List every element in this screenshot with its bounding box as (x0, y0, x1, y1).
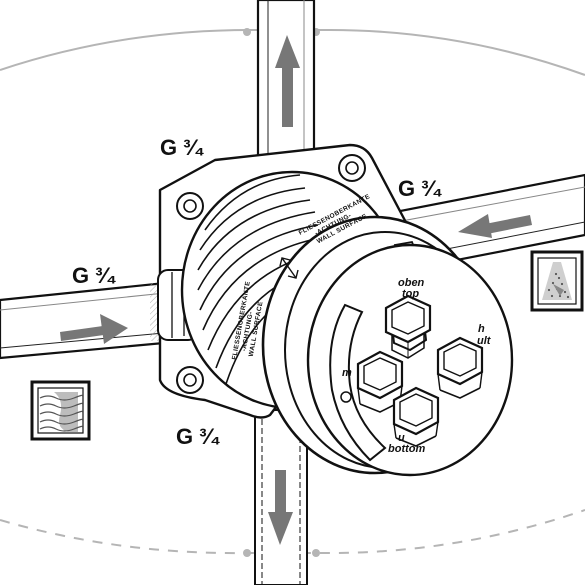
knob-label-right-de: h (478, 323, 485, 335)
surface-label-side: FLIESSENOBERKANTE -ACHTUNG- WALL SURFACE (231, 280, 264, 360)
flow-arrow-right-icon (60, 314, 128, 344)
flow-arrow-down-icon (268, 470, 293, 545)
connection-label-left: G ³⁄₄ (72, 263, 117, 288)
rotate-direction-icon (279, 257, 299, 279)
face-dot (340, 391, 352, 403)
knob-label-right-en: ult (477, 335, 492, 347)
outlet-knob-right (436, 336, 484, 399)
water-waves-icon (30, 380, 91, 441)
flow-arrow-up-icon (275, 35, 300, 127)
connection-label-right: G ³⁄₄ (398, 176, 443, 201)
outlet-knob-bottom (392, 386, 440, 447)
wall-marker (312, 549, 320, 557)
knob-label-bottom-en: bottom (388, 443, 425, 455)
wall-marker (243, 28, 251, 36)
knob-label-top-de: oben (398, 277, 425, 289)
knob-label-left-de: m (342, 367, 352, 379)
wall-outline-bottom (0, 509, 585, 555)
wall-outline-top (0, 29, 585, 76)
outlet-knob-left (356, 350, 404, 413)
flow-arrow-left-icon (458, 214, 532, 238)
pipe-left (0, 280, 177, 360)
dial-face (306, 243, 514, 477)
outlet-knob-top (384, 294, 432, 359)
connection-label-bottom: G ³⁄₄ (176, 424, 221, 449)
shower-spray-icon (530, 250, 584, 312)
knob-label-bottom-de: u (398, 432, 405, 444)
wall-marker (243, 549, 251, 557)
connection-label-top: G ³⁄₄ (160, 135, 205, 160)
knob-label-top-en: top (402, 288, 419, 300)
